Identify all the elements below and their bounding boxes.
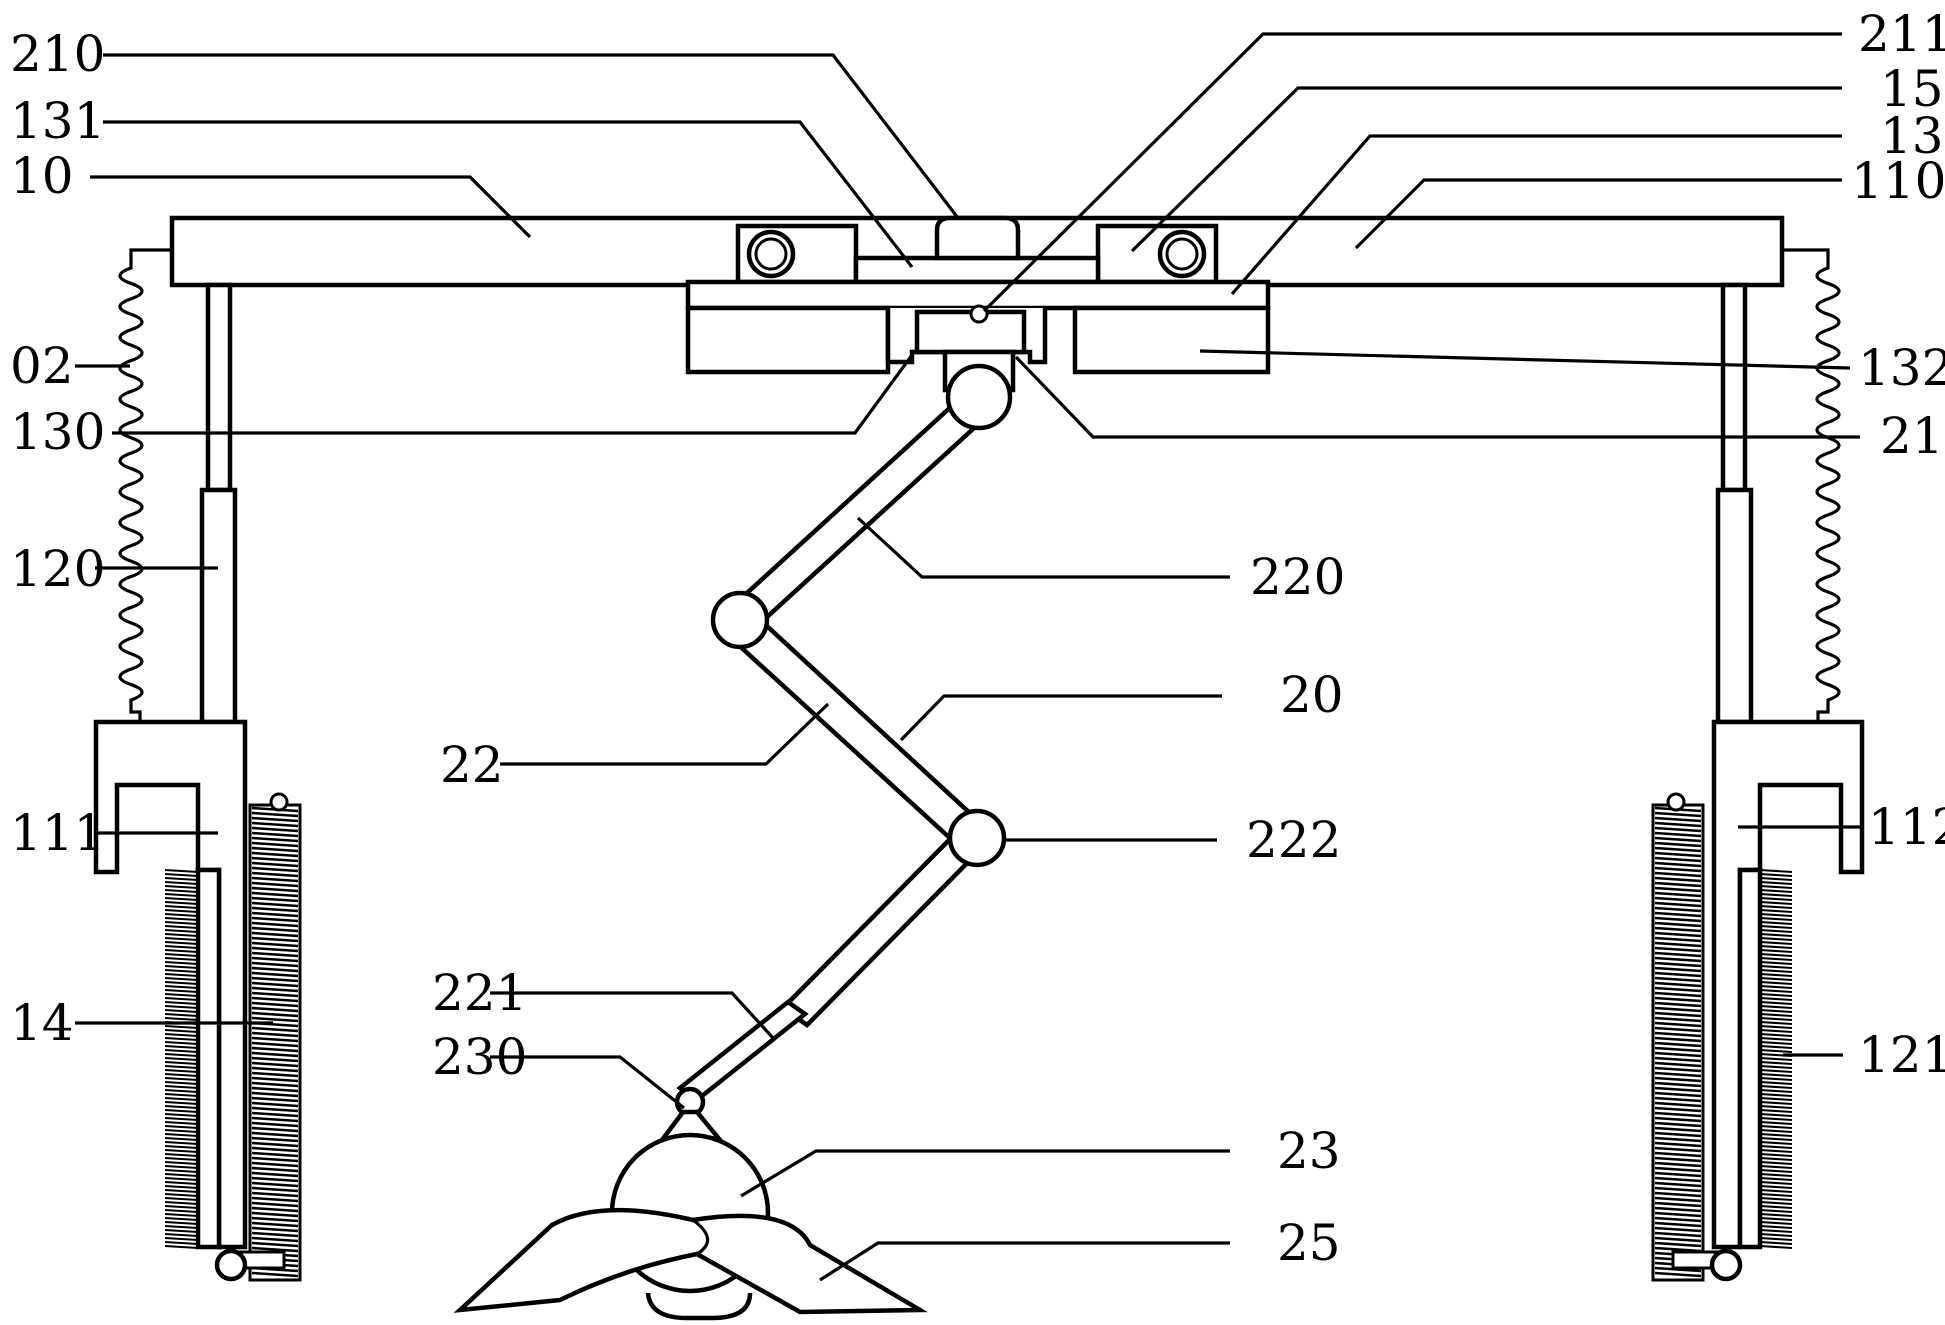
elbow-joint-icon [710, 590, 770, 650]
label-120: 120 [10, 540, 105, 598]
carriage-plate [685, 279, 1271, 311]
left-upper-rod [205, 282, 233, 493]
carriage-left-block [685, 305, 891, 375]
side-brushes [164, 792, 1793, 1282]
leader-lines [75, 32, 1863, 1282]
right-lower-tube [1715, 487, 1754, 725]
label-130: 130 [10, 403, 105, 461]
right-roller-inner-icon [1165, 237, 1199, 271]
left-roller-inner-icon [754, 237, 788, 271]
top-cap [934, 215, 1021, 261]
label-13: 13 [1880, 107, 1944, 165]
pivot-pin-211 [969, 304, 989, 324]
left-hook-bracket [93, 719, 248, 1250]
left-bottom-wheel-icon [214, 1248, 248, 1282]
label-211: 211 [1858, 5, 1945, 63]
label-14: 14 [10, 994, 74, 1052]
label-20: 20 [1280, 666, 1344, 724]
label-132: 132 [1858, 339, 1945, 397]
label-222: 222 [1246, 811, 1341, 869]
label-220: 220 [1250, 548, 1345, 606]
label-15: 15 [1880, 60, 1944, 118]
label-221: 221 [432, 964, 527, 1022]
label-02: 02 [10, 337, 74, 395]
carriage-right-block [1072, 305, 1271, 375]
shoulder-joint-icon [945, 363, 1013, 431]
label-22: 22 [440, 736, 504, 794]
guide-rail [853, 255, 1101, 285]
label-210: 210 [10, 25, 105, 83]
left-spring [118, 248, 172, 722]
label-110: 110 [1851, 152, 1945, 210]
articulated-arm [674, 363, 1013, 1118]
reference-labels: 210 131 10 02 130 120 111 14 22 221 230 … [10, 5, 1945, 1272]
right-inner-tube [1737, 867, 1763, 1250]
label-10: 10 [10, 147, 74, 205]
label-23: 23 [1277, 1122, 1341, 1180]
label-21: 21 [1880, 407, 1944, 465]
right-bottom-wheel-icon [1709, 1248, 1743, 1282]
label-112: 112 [1868, 798, 1945, 856]
cutter-blade [453, 1207, 929, 1315]
right-spring [1782, 248, 1841, 722]
left-inner-tube [195, 867, 222, 1250]
knee-joint-icon [947, 808, 1007, 868]
right-upper-rod [1720, 282, 1748, 493]
label-131: 131 [10, 92, 105, 150]
left-lower-tube [199, 487, 238, 725]
right-hook-bracket [1711, 719, 1865, 1250]
label-121: 121 [1858, 1026, 1945, 1084]
cutter-head [453, 1109, 929, 1321]
label-111: 111 [10, 804, 105, 862]
label-25: 25 [1277, 1214, 1341, 1272]
label-230: 230 [432, 1028, 527, 1086]
slider-block [914, 309, 1027, 355]
